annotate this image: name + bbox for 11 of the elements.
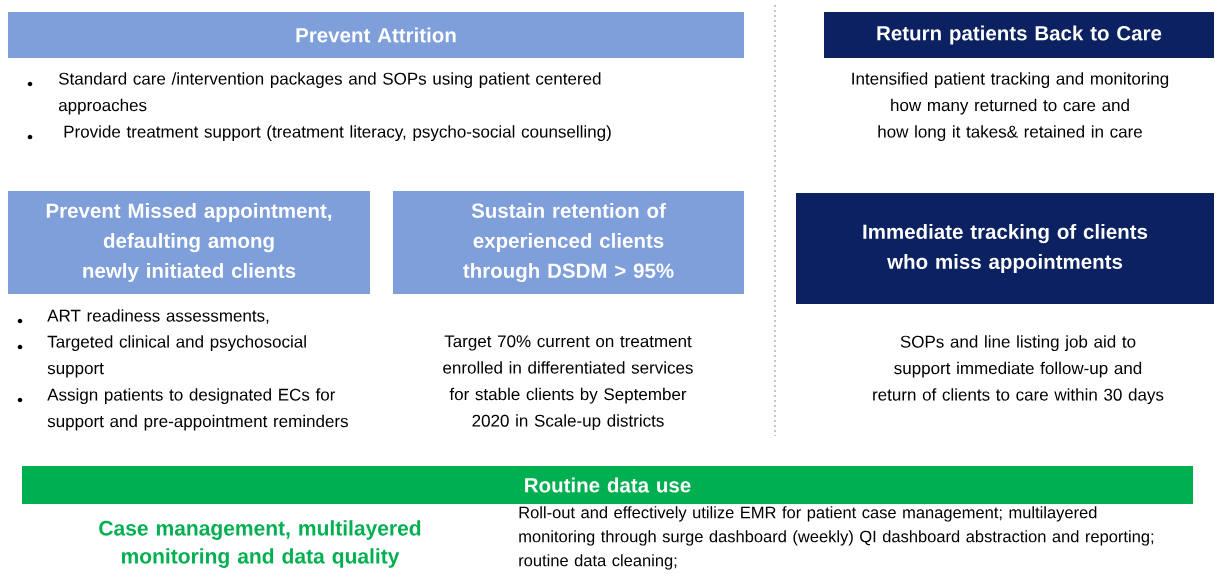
heading-band: Prevent Attrition <box>8 12 744 58</box>
heading-band: Return patients Back to Care <box>824 12 1214 58</box>
bullet-text: Targeted clinical and psychosocial support <box>47 335 306 378</box>
heading-band: Immediate tracking of clients who miss appointments <box>796 193 1214 304</box>
bullet-text: Assign patients to designated ECs for support and pre-appointment reminders <box>47 388 348 431</box>
bullet-text: Provide treatment support (treatment literacy, psycho-social counselling) <box>64 125 611 142</box>
body-text: SOPs and line listing job aid to support immediate follow-up and return of clients to care within 30 days <box>873 335 1164 405</box>
heading-band: Routine data use <box>22 466 1193 504</box>
heading-band: Prevent Missed appointment, defaulting among newly initiated clients <box>8 191 370 294</box>
heading-band: Sustain retention of experienced clients through DSDM > 95% <box>393 191 744 294</box>
body-text: Target 70% current on treatment enrolled in differentiated services for stable clients by September 2020 in Scale-up districts <box>443 335 693 431</box>
